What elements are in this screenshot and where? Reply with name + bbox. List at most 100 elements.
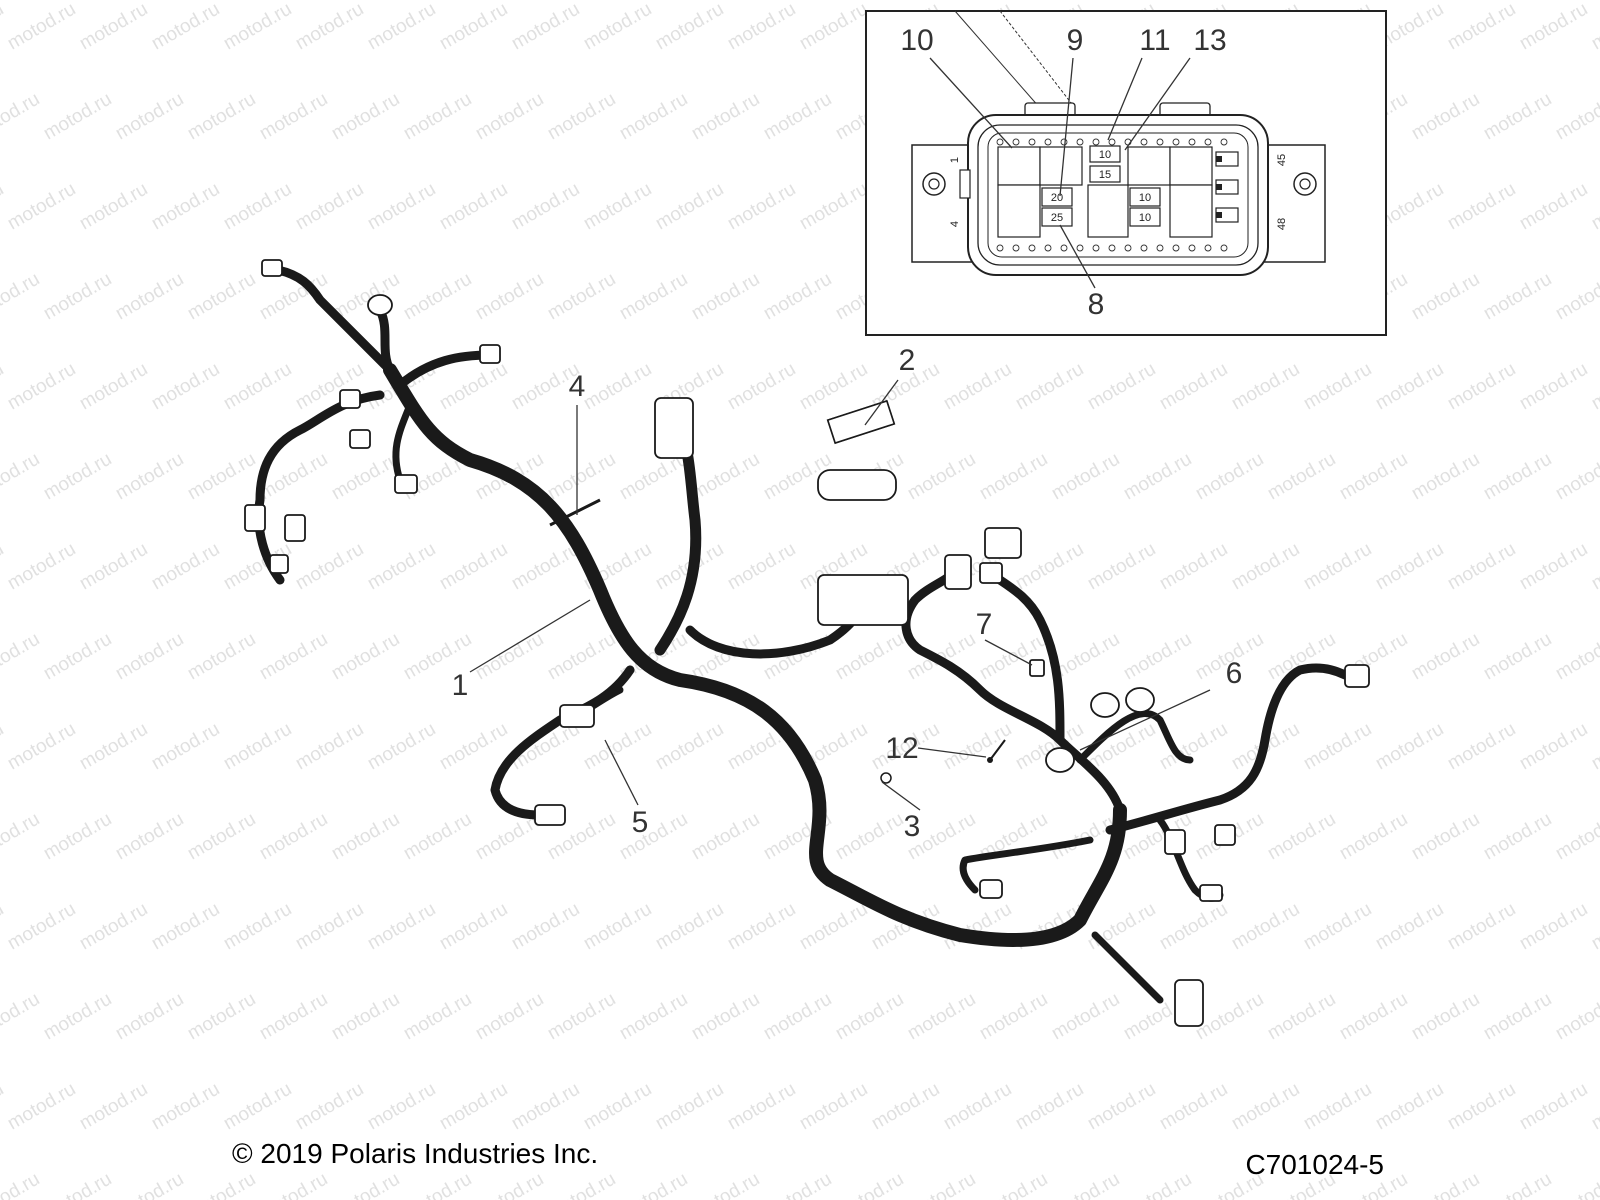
watermark-text: motod.ru [292,179,367,235]
pin-number: 1 [949,157,961,163]
watermark-text: motod.ru [1444,359,1519,415]
watermark-text: motod.ru [616,89,691,145]
fuse-label: 10 [1099,149,1111,161]
watermark-text: motod.ru [76,1079,151,1135]
callout-8: 8 [1088,288,1105,321]
watermark-text: motod.ru [328,989,403,1045]
watermark-text: motod.ru [184,989,259,1045]
watermark-text: motod.ru [1408,809,1483,865]
watermark-text: motod.ru [652,1079,727,1135]
watermark-text: motod.ru [760,269,835,325]
watermark-text: motod.ru [652,0,727,54]
watermark-text: motod.ru [112,269,187,325]
watermark-text: motod.ru [1048,449,1123,505]
watermark-text: motod.ru [256,89,331,145]
watermark-text: motod.ru [940,719,1015,775]
watermark-text: motod.ru [436,899,511,955]
watermark-text: motod.ru [184,449,259,505]
callout-10: 10 [900,24,933,57]
fuse-label: 25 [1051,212,1063,224]
watermark-text: motod.ru [940,359,1015,415]
watermark-text: motod.ru [1444,0,1519,54]
watermark-text: motod.ru [904,1169,979,1200]
watermark-text: motod.ru [832,629,907,685]
watermark-text: motod.ru [328,629,403,685]
watermark-text: motod.ru [76,539,151,595]
watermark-text: motod.ru [0,0,7,54]
watermark-text: motod.ru [256,989,331,1045]
watermark-text: motod.ru [760,89,835,145]
watermark-text: motod.ru [112,629,187,685]
watermark-text: motod.ru [580,179,655,235]
watermark-text: motod.ru [1408,449,1483,505]
watermark-text: motod.ru [292,899,367,955]
watermark-text: motod.ru [76,719,151,775]
watermark-text: motod.ru [364,899,439,955]
watermark-text: motod.ru [796,359,871,415]
watermark-text: motod.ru [1480,449,1555,505]
watermark-text: motod.ru [4,899,79,955]
watermark-text: motod.ru [148,719,223,775]
watermark-text: motod.ru [220,719,295,775]
watermark-text: motod.ru [976,1169,1051,1200]
watermark-text: motod.ru [472,989,547,1045]
watermark-text: motod.ru [328,449,403,505]
watermark-text: motod.ru [1372,1079,1447,1135]
watermark-text: motod.ru [364,0,439,54]
watermark-text: motod.ru [1300,899,1375,955]
fuse-label: 10 [1139,192,1151,204]
watermark-text: motod.ru [0,1169,43,1200]
watermark-text: motod.ru [580,359,655,415]
watermark-text: motod.ru [1588,179,1600,235]
watermark-text: motod.ru [0,179,7,235]
watermark-text: motod.ru [1372,359,1447,415]
watermark-text: motod.ru [544,449,619,505]
watermark-text: motod.ru [652,719,727,775]
watermark-text: motod.ru [184,89,259,145]
watermark-text: motod.ru [184,629,259,685]
watermark-text: motod.ru [1228,1079,1303,1135]
watermark-text: motod.ru [400,989,475,1045]
watermark-text: motod.ru [796,899,871,955]
watermark-text: motod.ru [1300,1079,1375,1135]
watermark-text: motod.ru [724,0,799,54]
watermark-text: motod.ru [1228,359,1303,415]
watermark-text: motod.ru [904,449,979,505]
watermark-text: motod.ru [256,1169,331,1200]
watermark-text: motod.ru [112,449,187,505]
watermark-text: motod.ru [688,809,763,865]
watermark-text: motod.ru [688,989,763,1045]
watermark-text: motod.ru [508,1079,583,1135]
watermark-text: motod.ru [220,179,295,235]
watermark-text: motod.ru [220,359,295,415]
watermark-text: motod.ru [1120,629,1195,685]
watermark-text: motod.ru [1120,1169,1195,1200]
watermark-text: motod.ru [1480,809,1555,865]
watermark-text: motod.ru [1336,809,1411,865]
fuse-box-inset: 20 25 10 15 10 10 1 4 45 48 10 9 11 13 8 [865,10,1387,336]
watermark-text: motod.ru [688,89,763,145]
watermark-text: motod.ru [0,989,43,1045]
watermark-text: motod.ru [1516,719,1591,775]
watermark-text: motod.ru [544,89,619,145]
watermark-text: motod.ru [1084,1079,1159,1135]
watermark-text: motod.ru [0,269,43,325]
callout-6: 6 [1226,657,1243,690]
watermark-text: motod.ru [0,809,43,865]
callout-11: 11 [1139,24,1170,57]
watermark-text: motod.ru [1156,1079,1231,1135]
watermark-text: motod.ru [1192,449,1267,505]
watermark-text: motod.ru [1156,359,1231,415]
watermark-text: motod.ru [112,89,187,145]
watermark-text: motod.ru [148,1079,223,1135]
watermark-text: motod.ru [760,989,835,1045]
callouts: 1 2 3 4 5 6 7 12 [452,344,1243,843]
watermark-text: motod.ru [76,359,151,415]
watermark-text: motod.ru [1012,539,1087,595]
watermark-text: motod.ru [1408,1169,1483,1200]
watermark-text: motod.ru [544,1169,619,1200]
watermark-text: motod.ru [1552,809,1600,865]
watermark-text: motod.ru [1300,719,1375,775]
pin-number: 48 [1276,218,1288,230]
